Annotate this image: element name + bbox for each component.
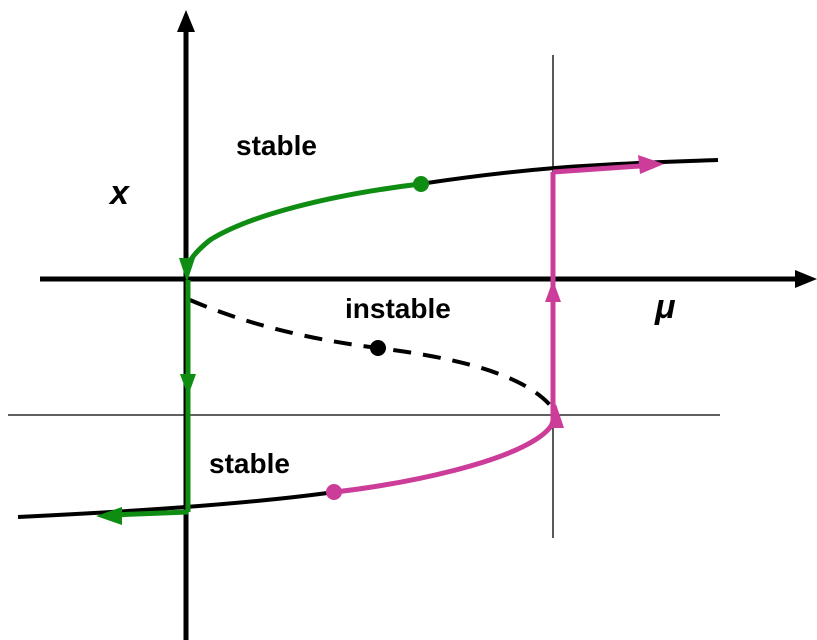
x-axis-label: x xyxy=(108,174,131,212)
magenta-arrowhead-up-mid xyxy=(545,280,561,302)
magenta-lower-branch-path xyxy=(334,417,558,495)
green-lower-branch-path xyxy=(111,509,189,518)
lower-stable-label: stable xyxy=(209,448,290,479)
x-axis-arrowhead xyxy=(177,10,195,32)
green-arrowhead-down-at-fold xyxy=(179,258,195,282)
magenta-arrowhead-right xyxy=(638,155,664,174)
upper-stable-branch xyxy=(419,158,719,186)
unstable-point xyxy=(370,340,386,356)
magenta-upper-branch-path xyxy=(552,163,641,175)
upper-stable-label: stable xyxy=(236,130,317,161)
mu-axis-arrowhead xyxy=(795,270,817,288)
instable-label: instable xyxy=(345,293,451,324)
green-upper-branch-path xyxy=(184,181,421,269)
lower-stable-branch xyxy=(17,490,336,519)
green-arrowhead-down-mid xyxy=(180,374,196,396)
mu-axis-label: μ xyxy=(654,288,676,326)
green-arrowhead-left xyxy=(96,507,122,525)
magenta-arrowhead-at-fold xyxy=(548,404,564,428)
green-point xyxy=(413,176,429,192)
magenta-point xyxy=(326,484,342,500)
